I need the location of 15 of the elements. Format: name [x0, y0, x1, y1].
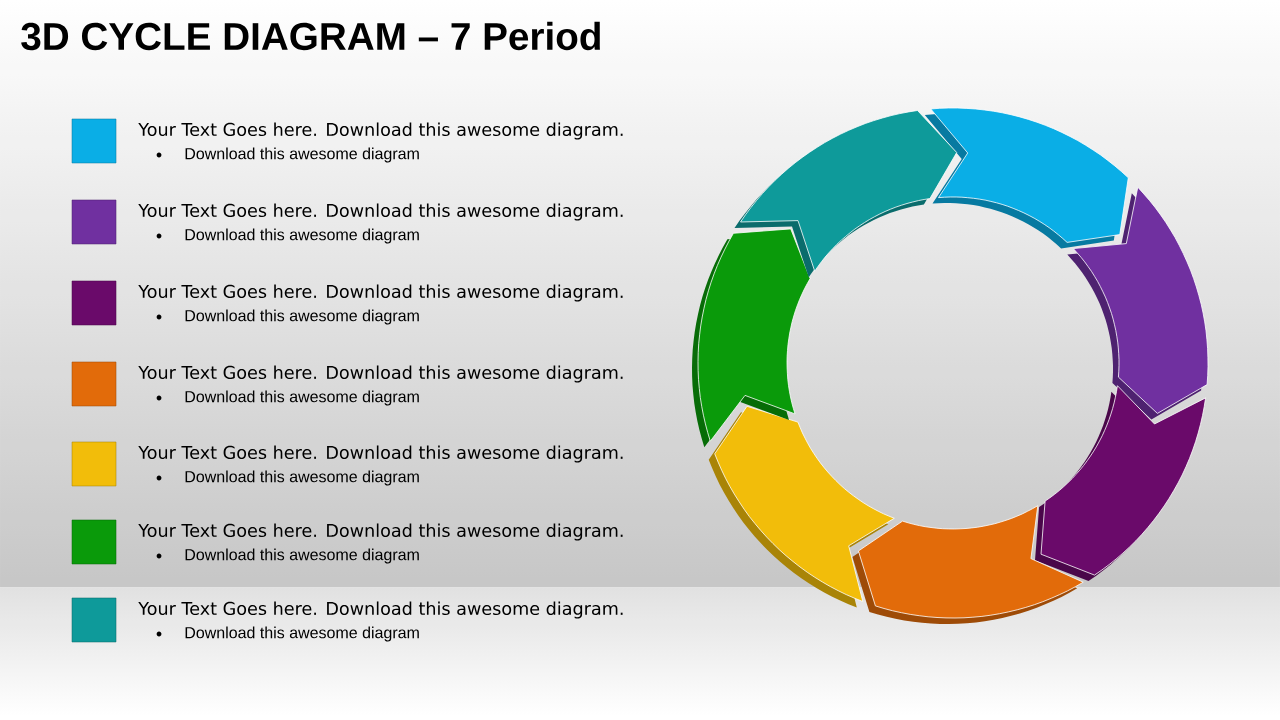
bullet-text: Download this awesome diagram — [185, 147, 419, 163]
legend-text: Your Text Goes here. Download this awesome diagram. — [138, 122, 623, 140]
bullet-text: Download this awesome diagram — [185, 390, 419, 406]
title: 3D CYCLE DIAGRAM – 7 Period — [21, 21, 600, 51]
legend-text: Your Text Goes here. Download this awesome diagram. — [138, 601, 623, 619]
bullet-text: Download this awesome diagram — [185, 470, 419, 486]
bullet-text: Download this awesome diagram — [185, 548, 419, 564]
bullet-text: Download this awesome diagram — [185, 228, 419, 244]
legend-text: Your Text Goes here. Download this awesome diagram. — [138, 365, 623, 383]
legend-text: Your Text Goes here. Download this awesome diagram. — [138, 523, 623, 541]
bullet-text: Download this awesome diagram — [185, 309, 419, 325]
legend-text: Your Text Goes here. Download this awesome diagram. — [138, 445, 623, 463]
legend-text: Your Text Goes here. Download this awesome diagram. — [138, 203, 623, 221]
legend-text: Your Text Goes here. Download this awesome diagram. — [138, 284, 623, 302]
bullet-text: Download this awesome diagram — [185, 626, 419, 642]
